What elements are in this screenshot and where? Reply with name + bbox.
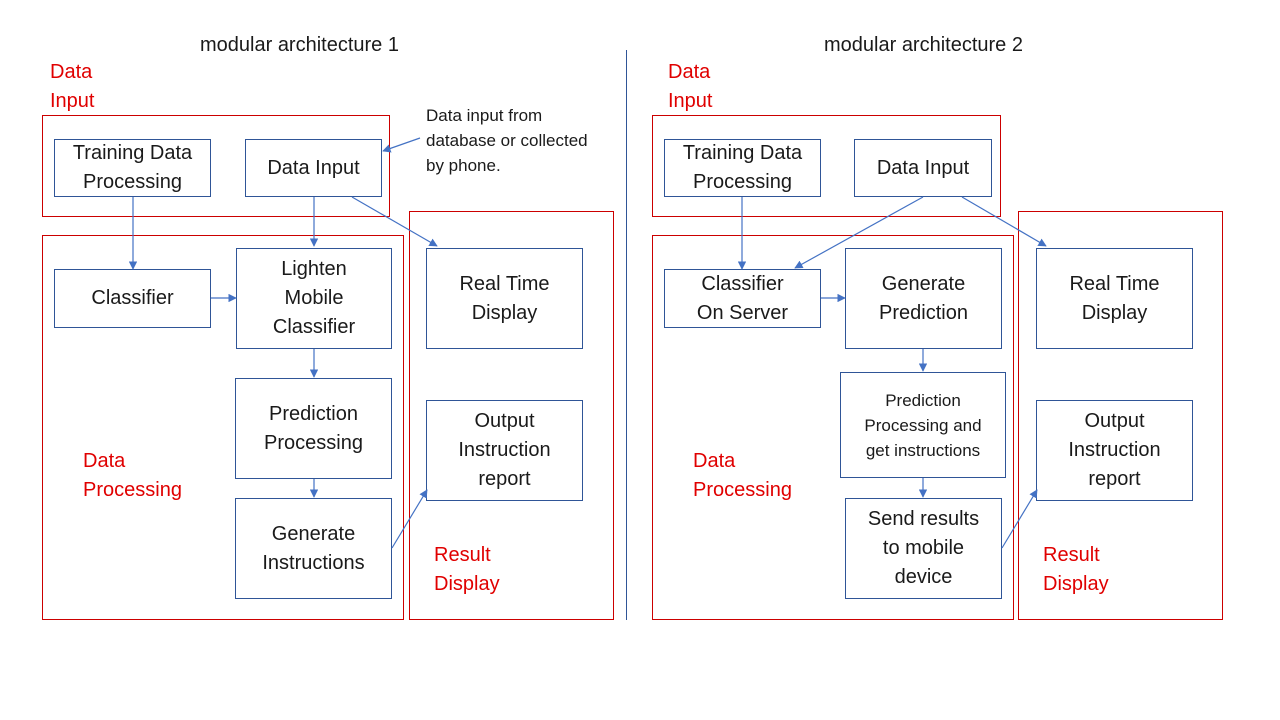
left-output-instruction-report-box: Output Instruction report xyxy=(426,400,583,501)
left-architecture-title: modular architecture 1 xyxy=(200,34,399,56)
right-generate-prediction-box: Generate Prediction xyxy=(845,248,1002,349)
right-result-display-region xyxy=(1018,211,1223,620)
left-data-input-region xyxy=(42,115,390,217)
data-input-note: Data input from database or collected by… xyxy=(426,106,588,175)
right-data-input-label: Data Input xyxy=(668,61,713,112)
left-result-display-region xyxy=(409,211,614,620)
arrow-data-input-to-realtime xyxy=(351,196,438,247)
arrow-data-input-to-classifier-server xyxy=(794,196,924,269)
right-training-data-processing-box: Training Data Processing xyxy=(664,139,821,197)
arrow-note-to-data-input xyxy=(382,137,421,153)
right-result-display-label: Result Display xyxy=(1043,544,1109,595)
right-output-instruction-report-box: Output Instruction report xyxy=(1036,400,1193,501)
left-classifier-box: Classifier xyxy=(54,269,211,328)
right-data-processing-label: Data Processing xyxy=(693,450,792,501)
arrow-instructions-to-output xyxy=(391,489,428,549)
right-data-input-region xyxy=(652,115,1001,217)
right-data-processing-region xyxy=(652,235,1014,620)
right-real-time-display-box: Real Time Display xyxy=(1036,248,1193,349)
right-architecture-title: modular architecture 2 xyxy=(824,34,1023,56)
left-result-display-label: Result Display xyxy=(434,544,500,595)
section-divider xyxy=(626,50,627,620)
left-data-processing-label: Data Processing xyxy=(83,450,182,501)
left-real-time-display-box: Real Time Display xyxy=(426,248,583,349)
left-data-input-label: Data Input xyxy=(50,61,95,112)
arrow-data-input-to-realtime-right xyxy=(961,196,1047,247)
left-data-processing-region xyxy=(42,235,404,620)
left-generate-instructions-box: Generate Instructions xyxy=(235,498,392,599)
left-prediction-processing-box: Prediction Processing xyxy=(235,378,392,479)
left-data-input-box: Data Input xyxy=(245,139,382,197)
right-send-results-box: Send results to mobile device xyxy=(845,498,1002,599)
left-training-data-processing-box: Training Data Processing xyxy=(54,139,211,197)
right-prediction-processing-box: Prediction Processing and get instructio… xyxy=(840,372,1006,478)
arrow-send-to-output xyxy=(1001,489,1038,549)
left-lighten-mobile-classifier-box: Lighten Mobile Classifier xyxy=(236,248,392,349)
right-data-input-box: Data Input xyxy=(854,139,992,197)
